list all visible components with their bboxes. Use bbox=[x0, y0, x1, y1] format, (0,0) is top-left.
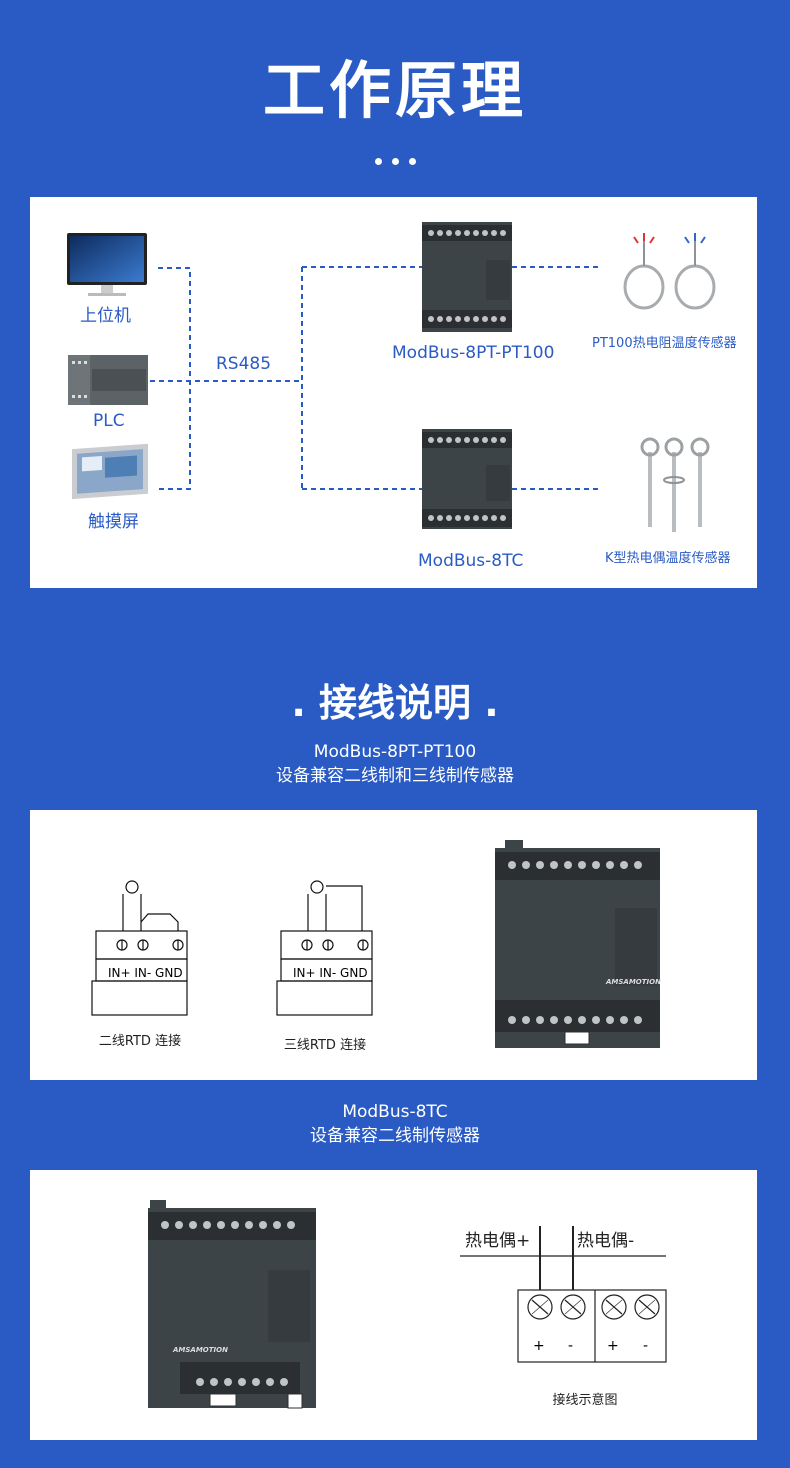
tc-minus-label: 热电偶- bbox=[577, 1231, 635, 1251]
device2-label: ModBus-8TC bbox=[418, 551, 524, 571]
tc-wiring-diagram bbox=[148, 1200, 667, 1409]
plc-label: PLC bbox=[93, 411, 125, 431]
plus-2: + bbox=[607, 1338, 619, 1354]
system-diagram-panel: 上位机 PLC 触摸屏 RS485 ModBus-8PT-PT100 ModBu… bbox=[30, 197, 757, 588]
two-wire-rtd-diagram bbox=[91, 880, 188, 1016]
model2-name: ModBus-8TC bbox=[342, 1102, 448, 1122]
k-thermocouple-image bbox=[640, 437, 710, 532]
rtd-wiring-panel: IN+ IN- GND IN+ IN- GND 二线RTD 连接 三线RTD 连… bbox=[30, 810, 757, 1080]
touch-screen-icon bbox=[72, 443, 148, 500]
wiring-title: . 接线说明 . bbox=[291, 681, 499, 725]
tc-wiring-panel: AMSAMOTION 热电偶+ 热电偶- + - + - 接线示意图 bbox=[30, 1170, 757, 1440]
module-pt100-image bbox=[422, 222, 512, 332]
rtd-wiring-diagram bbox=[91, 840, 660, 1048]
sensor2-label: K型热电偶温度传感器 bbox=[605, 551, 731, 566]
minus-2: - bbox=[643, 1338, 649, 1354]
device1-label: ModBus-8PT-PT100 bbox=[392, 343, 555, 363]
module-8tc-image bbox=[422, 429, 512, 529]
rs485-label: RS485 bbox=[216, 354, 272, 374]
model1-name: ModBus-8PT-PT100 bbox=[313, 742, 477, 762]
monitor-icon bbox=[67, 233, 147, 296]
rtd2-caption: 二线RTD 连接 bbox=[98, 1034, 182, 1049]
title-dots bbox=[0, 150, 790, 169]
tc-caption: 接线示意图 bbox=[552, 1393, 618, 1408]
pt100-sensor-image bbox=[623, 233, 716, 310]
module-pt100-large-image bbox=[495, 840, 660, 1048]
model1-desc: 设备兼容二线制和三线制传感器 bbox=[276, 766, 514, 786]
model2-desc: 设备兼容二线制传感器 bbox=[310, 1126, 480, 1146]
sensor1-label: PT100热电阻温度传感器 bbox=[592, 336, 737, 351]
diagram-lines bbox=[67, 222, 716, 532]
brand-mark-2: AMSAMOTION bbox=[173, 1346, 228, 1354]
host-label: 上位机 bbox=[80, 306, 131, 326]
tc-plus-label: 热电偶+ bbox=[465, 1231, 531, 1251]
touch-screen-label: 触摸屏 bbox=[88, 512, 139, 532]
rtd3-caption: 三线RTD 连接 bbox=[283, 1038, 367, 1053]
plus-1: + bbox=[533, 1338, 545, 1354]
page-title: 工作原理 bbox=[262, 54, 527, 127]
three-wire-rtd-diagram bbox=[276, 880, 373, 1016]
rtd2-terminals: IN+ IN- GND bbox=[108, 966, 183, 980]
minus-1: - bbox=[568, 1338, 574, 1354]
brand-mark: AMSAMOTION bbox=[606, 978, 661, 986]
thermocouple-terminal-diagram bbox=[460, 1226, 667, 1363]
plc-icon bbox=[68, 355, 148, 405]
rtd3-terminals: IN+ IN- GND bbox=[293, 966, 368, 980]
module-8tc-large-image bbox=[148, 1200, 316, 1409]
